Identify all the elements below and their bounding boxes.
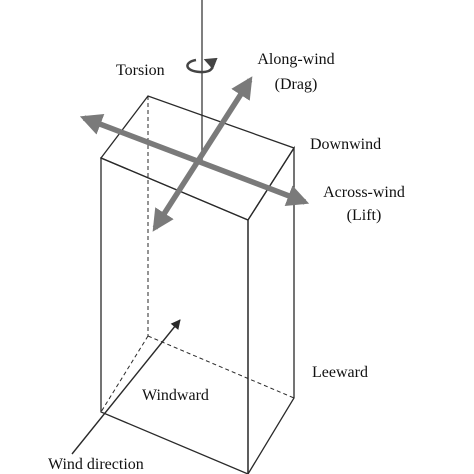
wind-direction-label: Wind direction xyxy=(48,456,144,473)
across-wind-label: Across-wind xyxy=(323,184,405,201)
leeward-label: Leeward xyxy=(312,364,368,381)
building-box xyxy=(99,95,295,474)
hidden-edges xyxy=(100,96,295,413)
torsion-rotation-icon xyxy=(186,57,218,74)
drag-label: (Drag) xyxy=(274,76,318,93)
wind-direction-arrow xyxy=(71,319,181,455)
lift-label: (Lift) xyxy=(346,207,382,224)
across-wind-arrow xyxy=(79,113,310,207)
windward-label: Windward xyxy=(142,387,209,404)
along-wind-label: Along-wind xyxy=(257,51,335,68)
windward-face xyxy=(100,157,249,474)
torsion-label: Torsion xyxy=(116,62,165,79)
downwind-label: Downwind xyxy=(310,136,382,153)
